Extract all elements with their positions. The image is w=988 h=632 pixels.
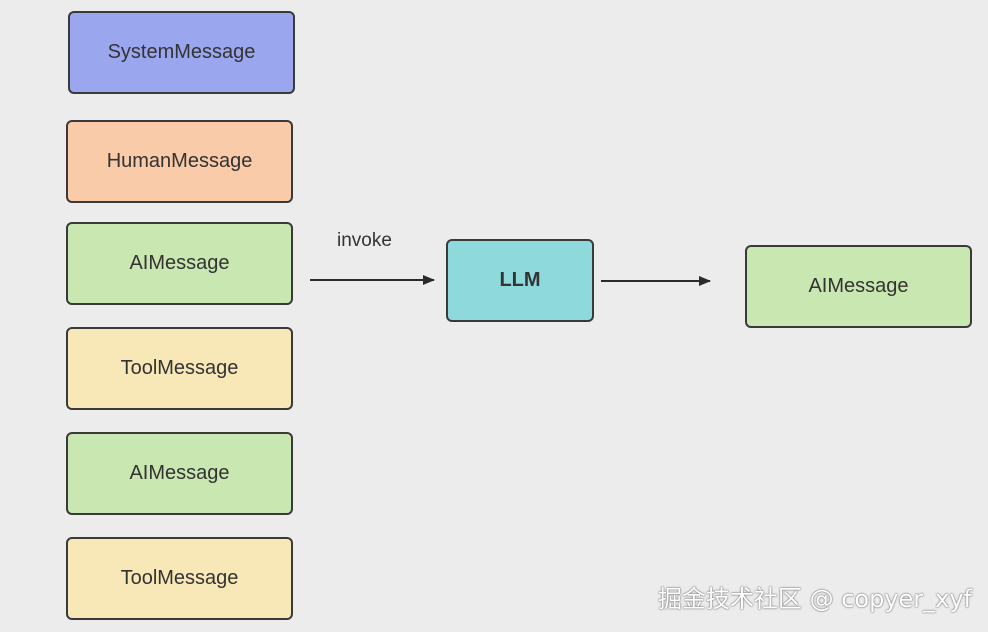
llm-label: LLM xyxy=(499,269,541,291)
output-ai-message-box: AIMessage xyxy=(745,245,972,328)
watermark: 掘金技术社区 @ copyer_xyf xyxy=(657,585,972,613)
output-ai-message-label: AIMessage xyxy=(808,275,909,297)
llm-box: LLM xyxy=(446,239,594,322)
invoke-label: invoke xyxy=(337,230,392,251)
